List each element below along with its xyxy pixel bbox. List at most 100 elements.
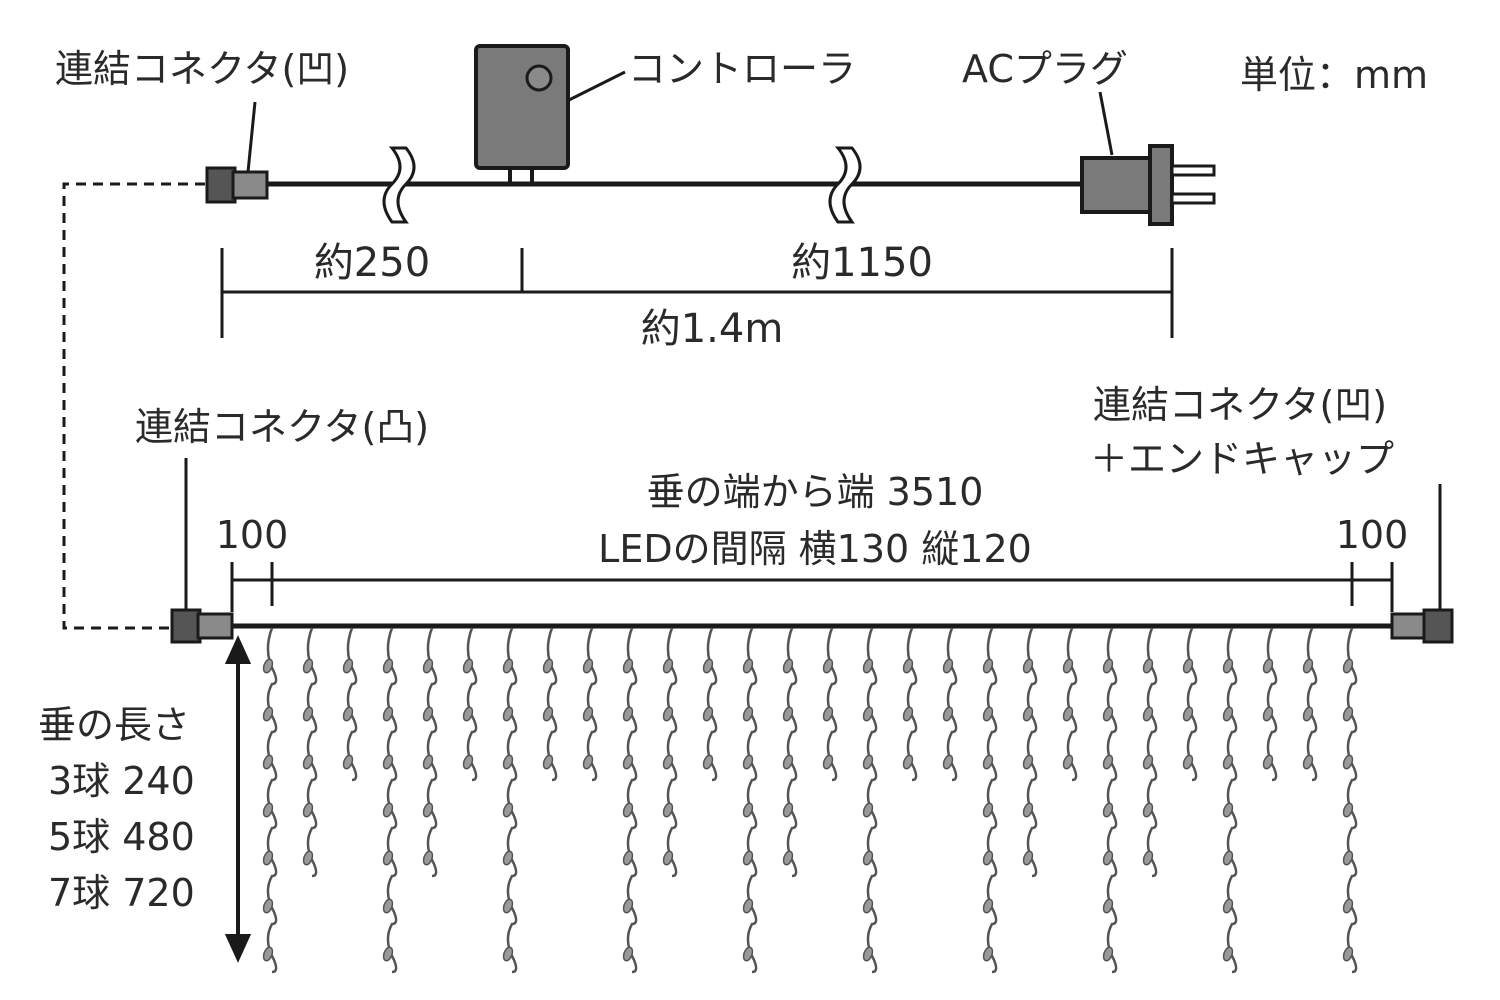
led-bulb-icon xyxy=(1302,754,1314,770)
led-bulb-icon xyxy=(542,706,554,722)
led-bulb-icon xyxy=(262,658,274,674)
icicle-strand xyxy=(1102,627,1118,974)
led-bulb-icon xyxy=(782,658,794,674)
led-bulb-icon xyxy=(822,754,834,770)
led-bulb-icon xyxy=(262,802,274,818)
led-bulb-icon xyxy=(422,706,434,722)
led-bulb-icon xyxy=(1222,946,1234,962)
strand-wire xyxy=(1106,627,1118,974)
strand-wire xyxy=(546,627,558,782)
led-bulb-icon xyxy=(862,706,874,722)
led-bulb-icon xyxy=(1222,802,1234,818)
led-bulb-icon xyxy=(1142,658,1154,674)
led-bulb-icon xyxy=(462,706,474,722)
cord-break-mark-left xyxy=(382,146,416,224)
led-bulb-icon xyxy=(1262,658,1274,674)
led-bulb-icon xyxy=(262,706,274,722)
led-bulb-icon xyxy=(502,802,514,818)
strand-wire xyxy=(706,627,718,782)
icicle-strand xyxy=(1022,627,1038,878)
icicle-strand xyxy=(542,627,558,782)
led-bulb-icon xyxy=(302,850,314,866)
icicle-strand xyxy=(422,627,438,878)
strand-wire xyxy=(946,627,958,782)
led-bulb-icon xyxy=(662,754,674,770)
led-bulb-icon xyxy=(262,754,274,770)
led-bulb-icon xyxy=(1342,802,1354,818)
led-bulb-icon xyxy=(622,946,634,962)
strand-wire xyxy=(666,627,678,878)
led-bulb-icon xyxy=(342,658,354,674)
led-bulb-icon xyxy=(1142,706,1154,722)
strand-wire xyxy=(386,627,398,974)
led-bulb-icon xyxy=(382,850,394,866)
led-bulb-icon xyxy=(742,754,754,770)
led-bulb-icon xyxy=(1262,754,1274,770)
led-bulb-icon xyxy=(1102,946,1114,962)
led-bulb-icon xyxy=(862,898,874,914)
icicle-strand xyxy=(902,627,918,782)
led-bulb-icon xyxy=(1342,850,1354,866)
drop-length-title: 垂の長さ xyxy=(38,703,190,747)
led-bulb-icon xyxy=(622,658,634,674)
strand-wire xyxy=(626,627,638,974)
icicle-strand xyxy=(342,627,358,782)
led-bulb-icon xyxy=(622,706,634,722)
led-bulb-icon xyxy=(302,658,314,674)
strand-wire xyxy=(1026,627,1038,878)
led-bulb-icon xyxy=(1022,754,1034,770)
icicle-strand xyxy=(1262,627,1278,782)
dim-total-label: 約1.4m xyxy=(641,306,784,352)
strand-wire xyxy=(1306,627,1318,782)
led-bulb-icon xyxy=(742,898,754,914)
led-bulb-icon xyxy=(782,802,794,818)
dim-left-label: 約250 xyxy=(314,240,430,286)
led-bulb-icon xyxy=(622,898,634,914)
led-bulb-icon xyxy=(702,706,714,722)
ac-plug-icon xyxy=(1080,144,1216,226)
strand-wire xyxy=(906,627,918,782)
led-bulb-icon xyxy=(862,946,874,962)
top-dimension-lines xyxy=(220,248,1174,338)
led-bulb-icon xyxy=(1142,754,1154,770)
icicle-strand xyxy=(1342,627,1358,974)
led-bulb-icon xyxy=(742,658,754,674)
connector-male-label: 連結コネクタ(凸) xyxy=(135,405,429,449)
strand-wire xyxy=(786,627,798,878)
led-bulb-icon xyxy=(1342,754,1354,770)
led-bulb-icon xyxy=(262,946,274,962)
icicle-strand xyxy=(1142,627,1158,878)
strand-wire xyxy=(826,627,838,782)
drop-length-5: 5球 480 xyxy=(48,815,195,859)
led-bulb-icon xyxy=(942,658,954,674)
led-bulb-icon xyxy=(1102,658,1114,674)
led-bulb-icon xyxy=(1342,658,1354,674)
icicle-strand xyxy=(702,627,718,782)
led-bulb-icon xyxy=(502,706,514,722)
icicle-strand xyxy=(262,627,278,974)
led-bulb-icon xyxy=(1182,658,1194,674)
led-bulb-icon xyxy=(662,850,674,866)
led-bulb-icon xyxy=(1022,658,1034,674)
led-bulb-icon xyxy=(582,706,594,722)
leader-plug xyxy=(1098,91,1114,156)
cord-break-mark-right xyxy=(828,146,862,224)
led-bulb-icon xyxy=(382,706,394,722)
strand-wire xyxy=(266,627,278,974)
dim-right-label: 約1150 xyxy=(791,240,933,286)
icicle-strand xyxy=(382,627,398,974)
led-bulb-icon xyxy=(822,658,834,674)
led-bulb-icon xyxy=(982,898,994,914)
led-bulb-icon xyxy=(502,754,514,770)
led-bulb-icon xyxy=(1022,802,1034,818)
led-bulb-icon xyxy=(262,850,274,866)
connector-female-end xyxy=(1390,608,1454,644)
led-bulb-icon xyxy=(302,706,314,722)
icicle-strand xyxy=(662,627,678,878)
icicle-strand xyxy=(862,627,878,974)
led-bulb-icon xyxy=(1302,706,1314,722)
span-label: 垂の端から端 3510 xyxy=(647,470,984,514)
led-bulb-icon xyxy=(382,946,394,962)
connector-end-label-line2: ＋エンドキャップ xyxy=(1090,437,1394,481)
icicle-strand xyxy=(982,627,998,974)
